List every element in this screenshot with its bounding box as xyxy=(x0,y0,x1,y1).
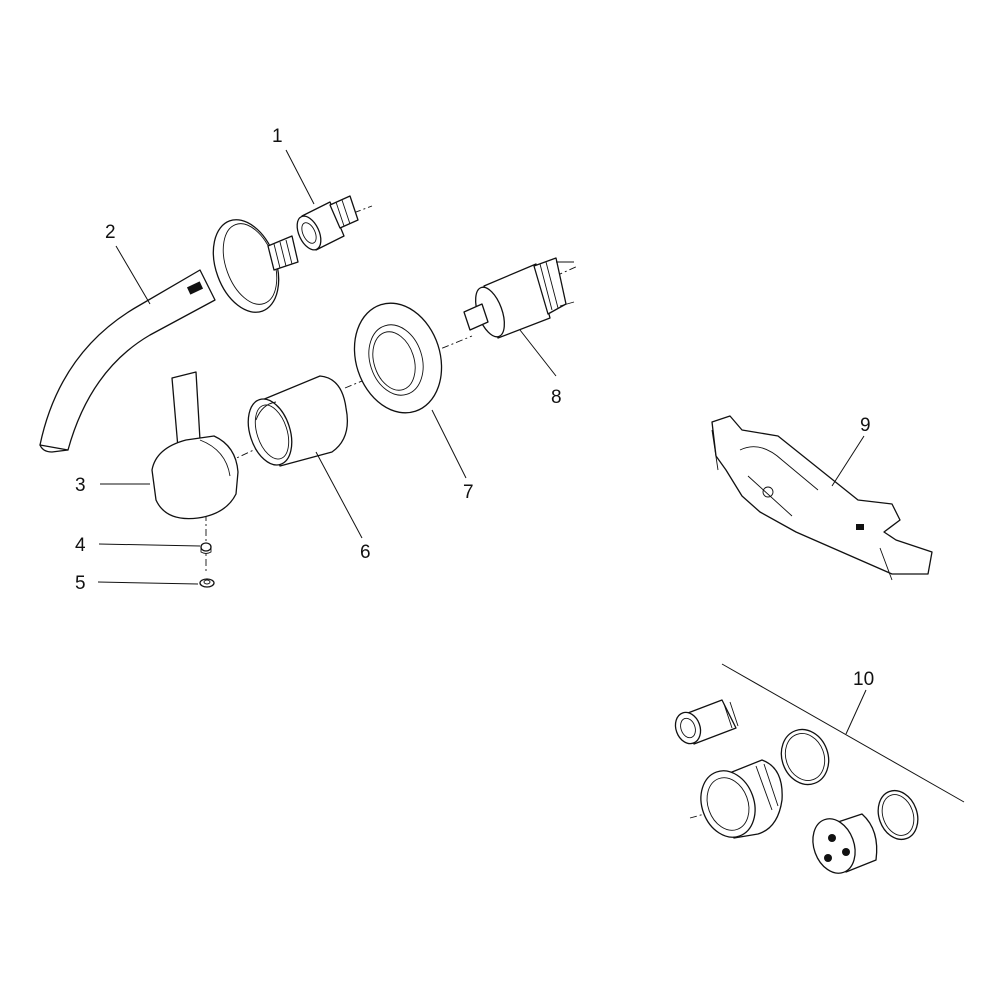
callout-2: 2 xyxy=(105,222,116,243)
callout-labels: 1 2 3 4 5 6 7 8 9 10 xyxy=(75,126,874,690)
callout-5: 5 xyxy=(75,573,86,594)
callout-1: 1 xyxy=(272,126,283,147)
callout-4: 4 xyxy=(75,535,86,556)
callout-6: 6 xyxy=(360,542,371,563)
part-4-set-screw xyxy=(200,542,212,554)
part-3-lever-handle xyxy=(151,371,239,520)
part-9-service-tool xyxy=(711,415,933,581)
callout-7: 7 xyxy=(463,482,474,503)
part-10-kit xyxy=(674,663,965,874)
part-2-spout xyxy=(39,219,299,453)
assembly-axis-lines xyxy=(205,205,713,819)
part-1-adapter xyxy=(296,195,359,251)
part-5-cap xyxy=(199,578,215,588)
callout-9: 9 xyxy=(860,415,871,436)
part-6-sleeve xyxy=(247,375,349,467)
leader-lines xyxy=(97,149,867,735)
callout-3: 3 xyxy=(75,475,86,496)
kit-bracket-line xyxy=(721,663,965,803)
part-7-escutcheon xyxy=(353,302,443,414)
callout-8: 8 xyxy=(551,387,562,408)
callout-10: 10 xyxy=(853,669,874,690)
part-8-cartridge xyxy=(463,257,575,339)
